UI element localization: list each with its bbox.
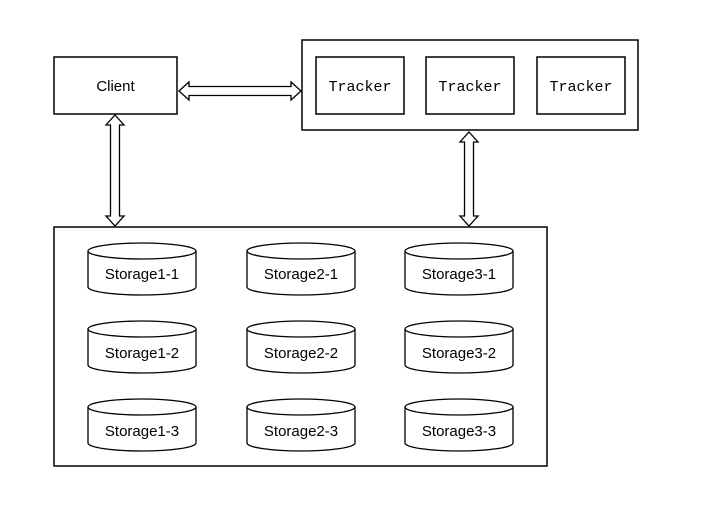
client-label: Client — [96, 78, 135, 95]
storage-label: Storage1-3 — [105, 423, 179, 440]
storage-label: Storage2-1 — [264, 266, 338, 283]
client-storage-double-arrow — [104, 114, 126, 227]
tracker-label-1: Tracker — [328, 79, 391, 96]
tracker-label-2: Tracker — [438, 79, 501, 96]
tracker-cluster: Tracker Tracker Tracker — [301, 39, 639, 131]
storage-cylinder: Storage1-2 — [87, 320, 197, 374]
storage-cylinder: Storage1-3 — [87, 398, 197, 452]
storage-cylinder: Storage2-1 — [246, 242, 356, 296]
storage-label: Storage3-3 — [422, 423, 496, 440]
client-node: Client — [53, 56, 178, 115]
storage-label: Storage3-1 — [422, 266, 496, 283]
storage-label: Storage1-1 — [105, 266, 179, 283]
tracker-storage-double-arrow — [458, 131, 480, 227]
tracker-box-3 — [536, 56, 626, 115]
storage-label: Storage2-2 — [264, 345, 338, 362]
storage-label: Storage1-2 — [105, 345, 179, 362]
storage-cylinder: Storage3-1 — [404, 242, 514, 296]
storage-label: Storage3-2 — [422, 345, 496, 362]
storage-cylinder: Storage3-2 — [404, 320, 514, 374]
tracker-label-3: Tracker — [549, 79, 612, 96]
storage-cylinder: Storage1-1 — [87, 242, 197, 296]
tracker-box-1 — [315, 56, 405, 115]
storage-cluster: Storage1-1 Storage2-1 Storage3-1 Storage… — [53, 226, 548, 467]
storage-cylinder: Storage2-3 — [246, 398, 356, 452]
storage-label: Storage2-3 — [264, 423, 338, 440]
storage-cylinder: Storage3-3 — [404, 398, 514, 452]
tracker-box-2 — [425, 56, 515, 115]
storage-cylinder: Storage2-2 — [246, 320, 356, 374]
client-tracker-double-arrow — [178, 80, 302, 102]
client-box — [53, 56, 178, 115]
